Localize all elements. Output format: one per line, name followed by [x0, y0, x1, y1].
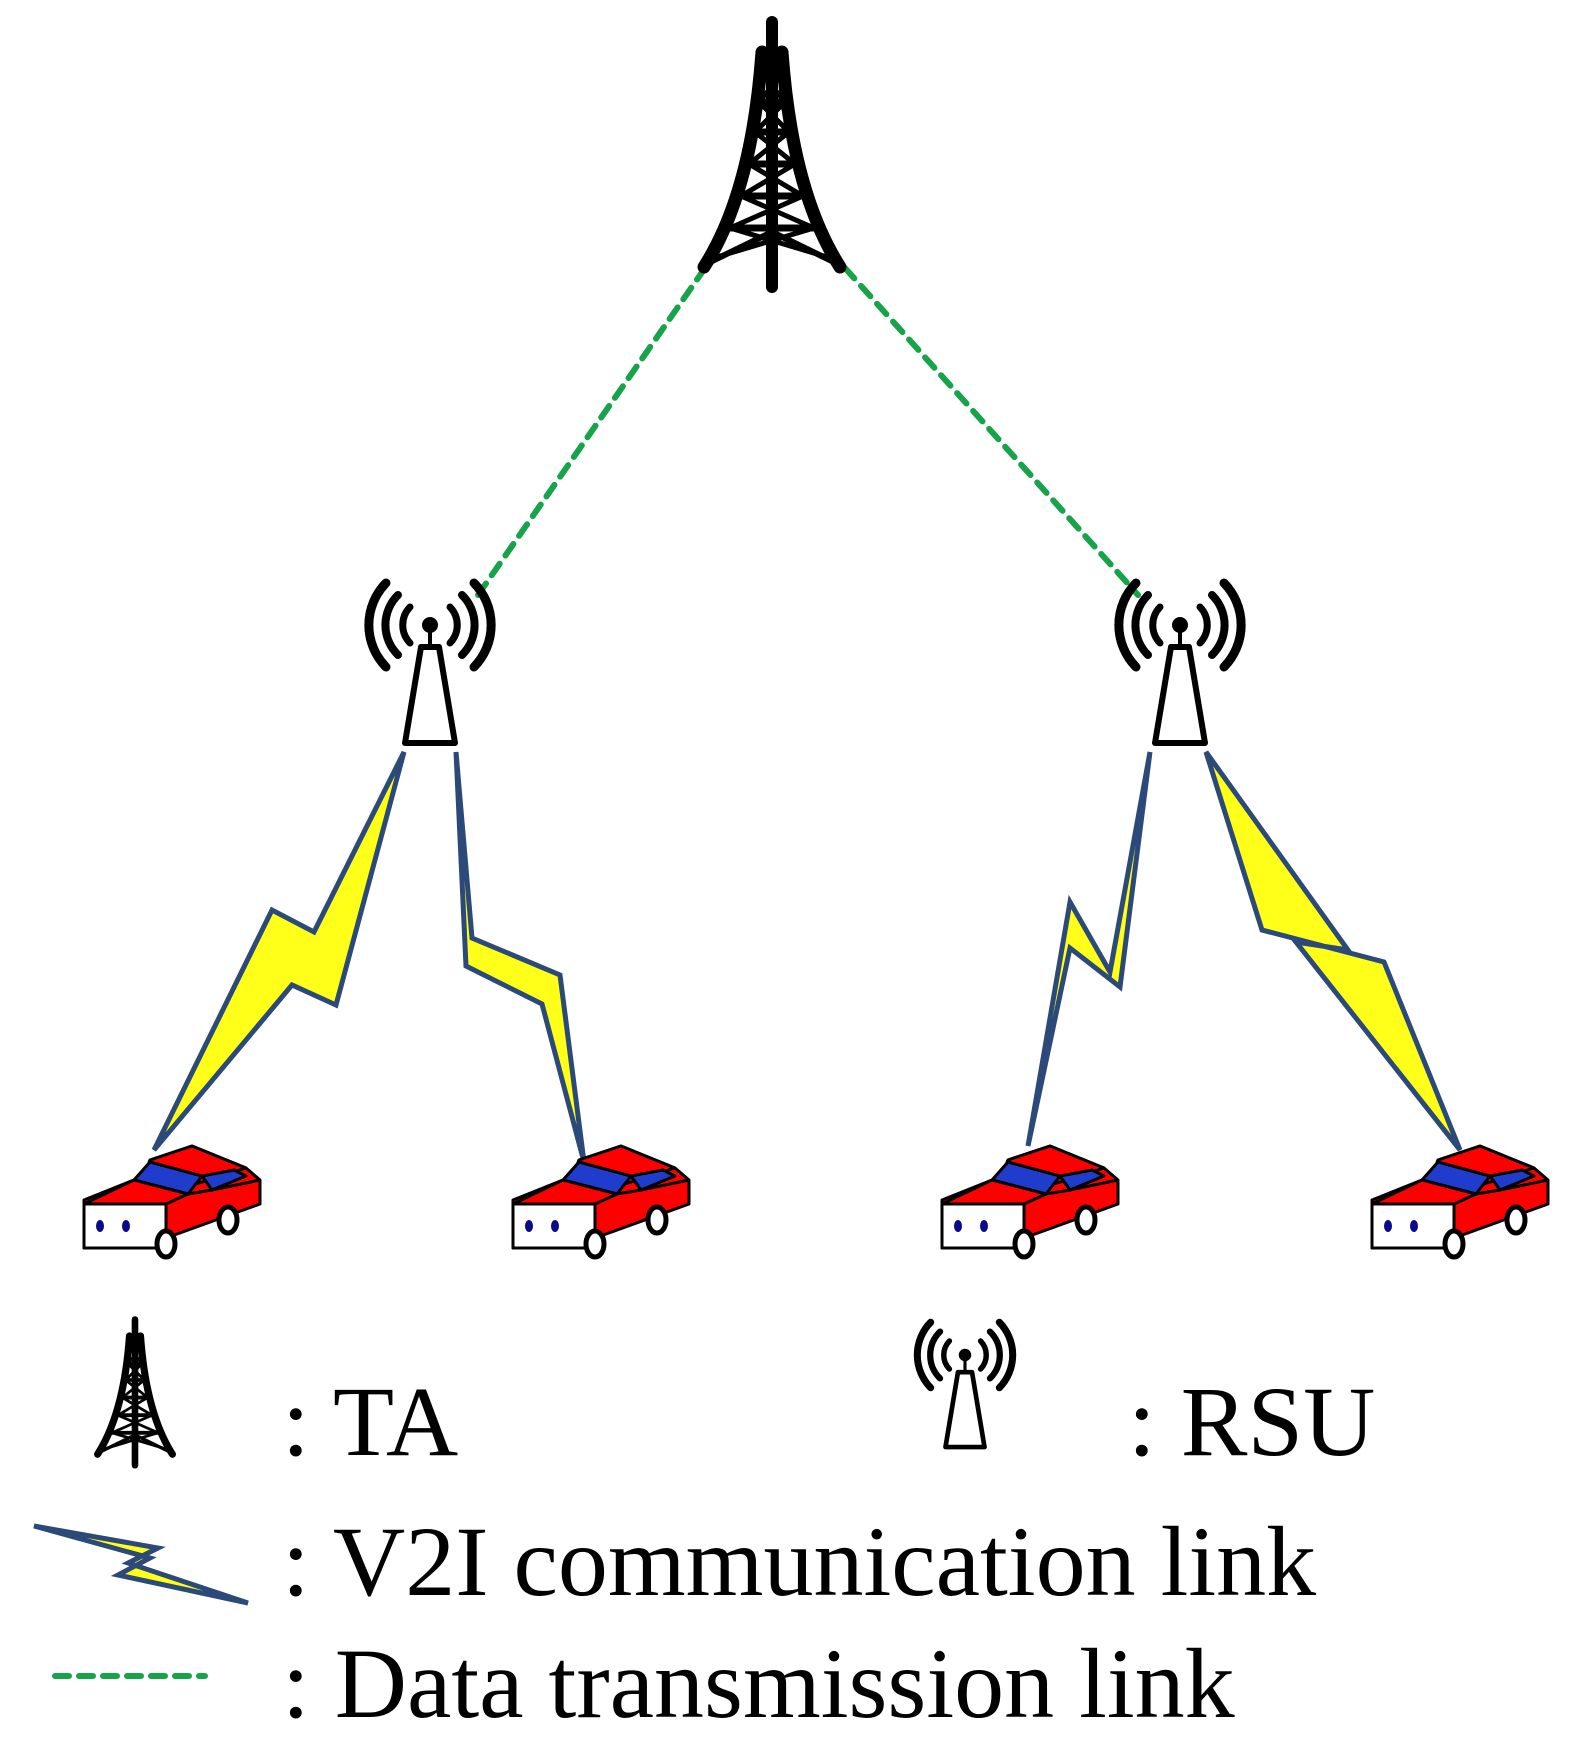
vehicle-4-car-icon — [1372, 1146, 1548, 1257]
vehicle-1-car-icon — [84, 1146, 260, 1257]
vehicle-3-car-icon — [942, 1146, 1118, 1257]
legend-rsu-icon — [917, 1322, 1012, 1447]
ta-tower-icon — [704, 22, 840, 287]
legend-v2i-icon — [33, 1523, 249, 1606]
legend-v2i-label: : V2I communication link — [282, 1506, 1317, 1617]
v2i-link-2 — [453, 751, 587, 1163]
data-link-left — [475, 265, 708, 598]
v2i-link-3 — [1025, 751, 1153, 1147]
vehicle-2-car-icon — [513, 1146, 689, 1257]
v2i-link-1 — [151, 750, 407, 1152]
legend-ta-label: : TA — [282, 1366, 459, 1477]
legend-data-label: : Data transmission link — [282, 1628, 1235, 1739]
v2i-links — [151, 750, 1463, 1163]
data-links — [475, 265, 1141, 598]
v2i-link-4 — [1203, 750, 1463, 1152]
rsu-right-antenna-icon — [1119, 583, 1241, 743]
data-link-right — [842, 265, 1141, 598]
rsu-left-antenna-icon — [369, 583, 491, 743]
legend-ta-icon — [98, 1320, 173, 1466]
legend-rsu-label: : RSU — [1128, 1366, 1376, 1477]
